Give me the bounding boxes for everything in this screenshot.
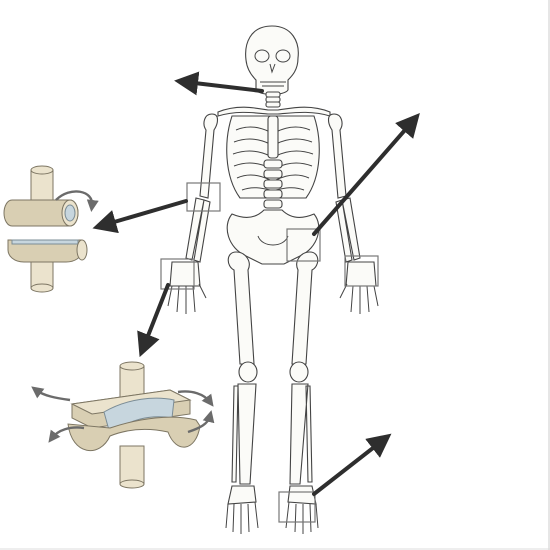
callout-box-hip (286, 228, 321, 262)
foot-left (285, 485, 319, 534)
callout-box-wrist-left (344, 255, 379, 287)
callout-box-elbow (186, 182, 221, 212)
skull (245, 25, 299, 96)
humerus-right (199, 113, 219, 199)
rotation-arrow-icon (31, 386, 71, 402)
femur-left (291, 251, 319, 365)
rotation-arrow-icon (48, 426, 85, 443)
clavicles (217, 106, 331, 117)
callout-box-wrist-right (160, 258, 195, 290)
humerus-left (327, 113, 347, 199)
arrow-wrist (137, 283, 170, 358)
hand-left (339, 261, 379, 314)
patella-left (289, 361, 309, 383)
pointer-arrows (92, 71, 420, 496)
patella-right (238, 361, 258, 383)
forearm-right (185, 197, 211, 263)
callout-box-ankle (278, 491, 316, 523)
sternum (267, 115, 279, 159)
arrow-hip (312, 112, 420, 236)
rotation-arrow-icon (187, 410, 215, 434)
hand-right (167, 261, 207, 314)
arrow-neck (174, 71, 264, 96)
femur-right (227, 251, 255, 365)
pelvis (226, 209, 320, 265)
skeleton (167, 25, 379, 534)
foot-right (225, 485, 259, 534)
pivot-joint-model (3, 165, 99, 293)
rotation-arrow-icon (55, 190, 99, 212)
callout-boxes (160, 182, 379, 523)
arrow-elbow (92, 199, 188, 234)
shin-left (289, 383, 313, 485)
arrow-ankle (312, 433, 392, 496)
cervical-spine (265, 91, 281, 108)
saddle-joint-model (31, 361, 215, 489)
shin-right (231, 383, 257, 485)
lumbar-spine (263, 159, 283, 209)
rotation-arrow-icon (177, 390, 214, 407)
